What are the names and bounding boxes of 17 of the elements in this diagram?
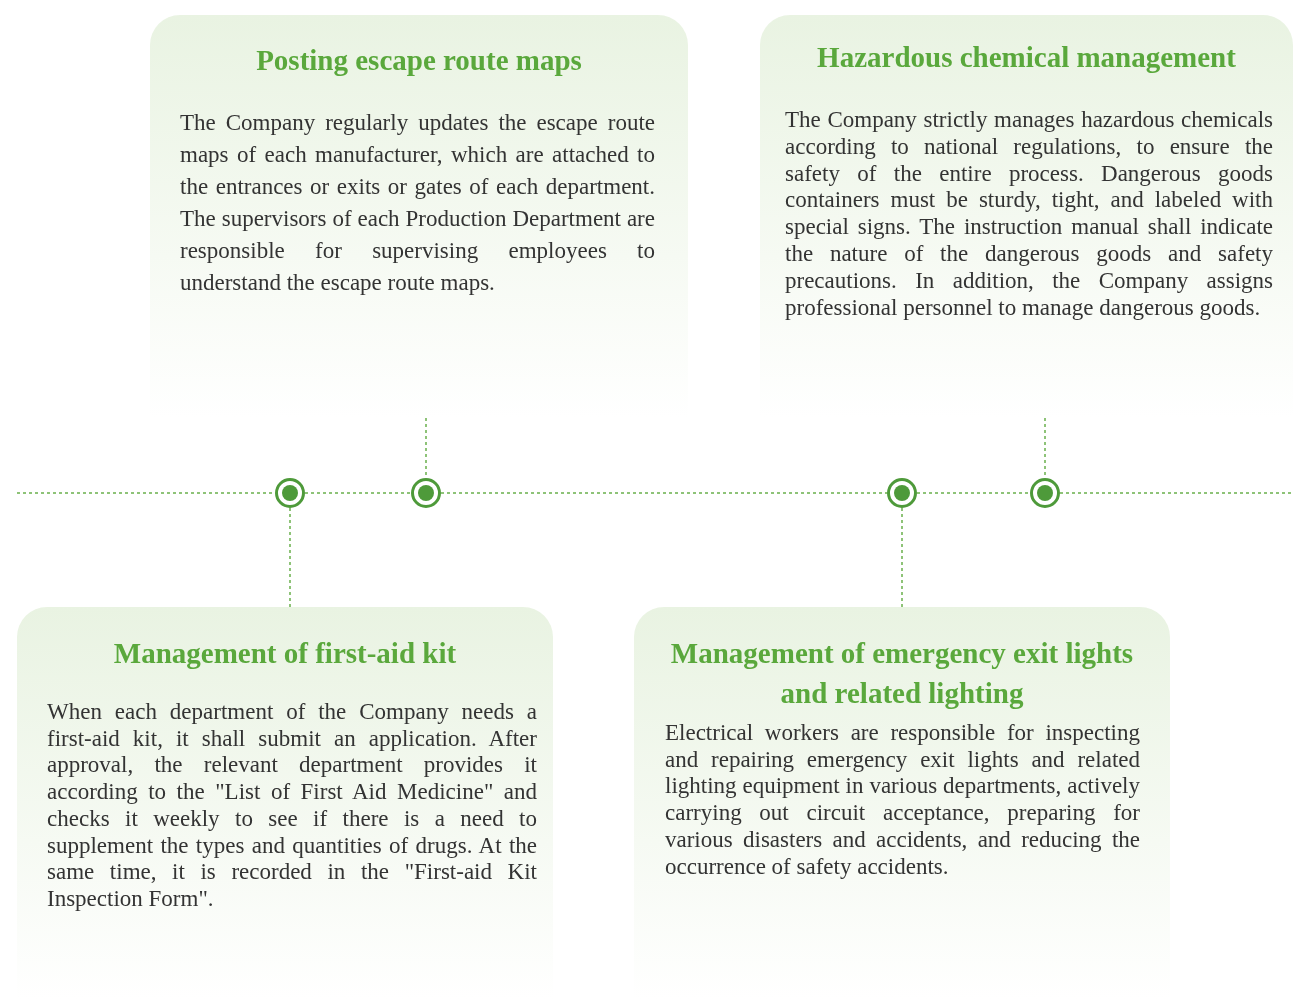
connector-line bbox=[916, 492, 1031, 494]
card-description: The Company strictly manages hazardous chemicals according to national regulations, to ensure the safety of the entire process. Dangerous goods containers must be sturdy, tight, and labeled with special signs. The instruction manual shall indicate the nature of the dangerous goods and safety precautions. In addition, the Company assigns professional personnel to manage dangerous goods. bbox=[785, 107, 1273, 322]
connector-line bbox=[901, 507, 903, 608]
card-description: The Company regularly updates the escape route maps of each manufacturer, which are attached to the entrances or exits or gates of each department. The supervisors of each Production Department are responsible for supervising employees to understand the escape route maps. bbox=[180, 109, 655, 297]
timeline-marker bbox=[887, 478, 917, 508]
connector-line bbox=[304, 492, 412, 494]
timeline-marker bbox=[275, 478, 305, 508]
timeline-marker bbox=[411, 478, 441, 508]
card-title: Management of first-aid kit bbox=[112, 636, 458, 671]
card-title: Hazardous chemical management bbox=[816, 40, 1237, 75]
timeline-marker bbox=[1030, 478, 1060, 508]
card-title: Management of emergency exit lights and related lighting bbox=[669, 636, 1135, 711]
connector-line bbox=[289, 507, 291, 608]
card-description: When each department of the Company needs a first-aid kit, it shall submit an application. After approval, the relevant department provides it according to the "List of First Aid Medicine" and checks it weekly to see if there is a need to supplement the types and quantities of drugs. At the same time, it is recorded in the "First-aid Kit Inspection Form". bbox=[47, 699, 537, 913]
card-description: Electrical workers are responsible for inspecting and repairing emergency exit lights and related lighting equipment in various departments, actively carrying out circuit acceptance, preparing for various disasters and accidents, and reducing the occurrence of safety accidents. bbox=[665, 720, 1140, 881]
connector-line bbox=[440, 492, 888, 494]
card-title: Posting escape route maps bbox=[255, 43, 583, 78]
